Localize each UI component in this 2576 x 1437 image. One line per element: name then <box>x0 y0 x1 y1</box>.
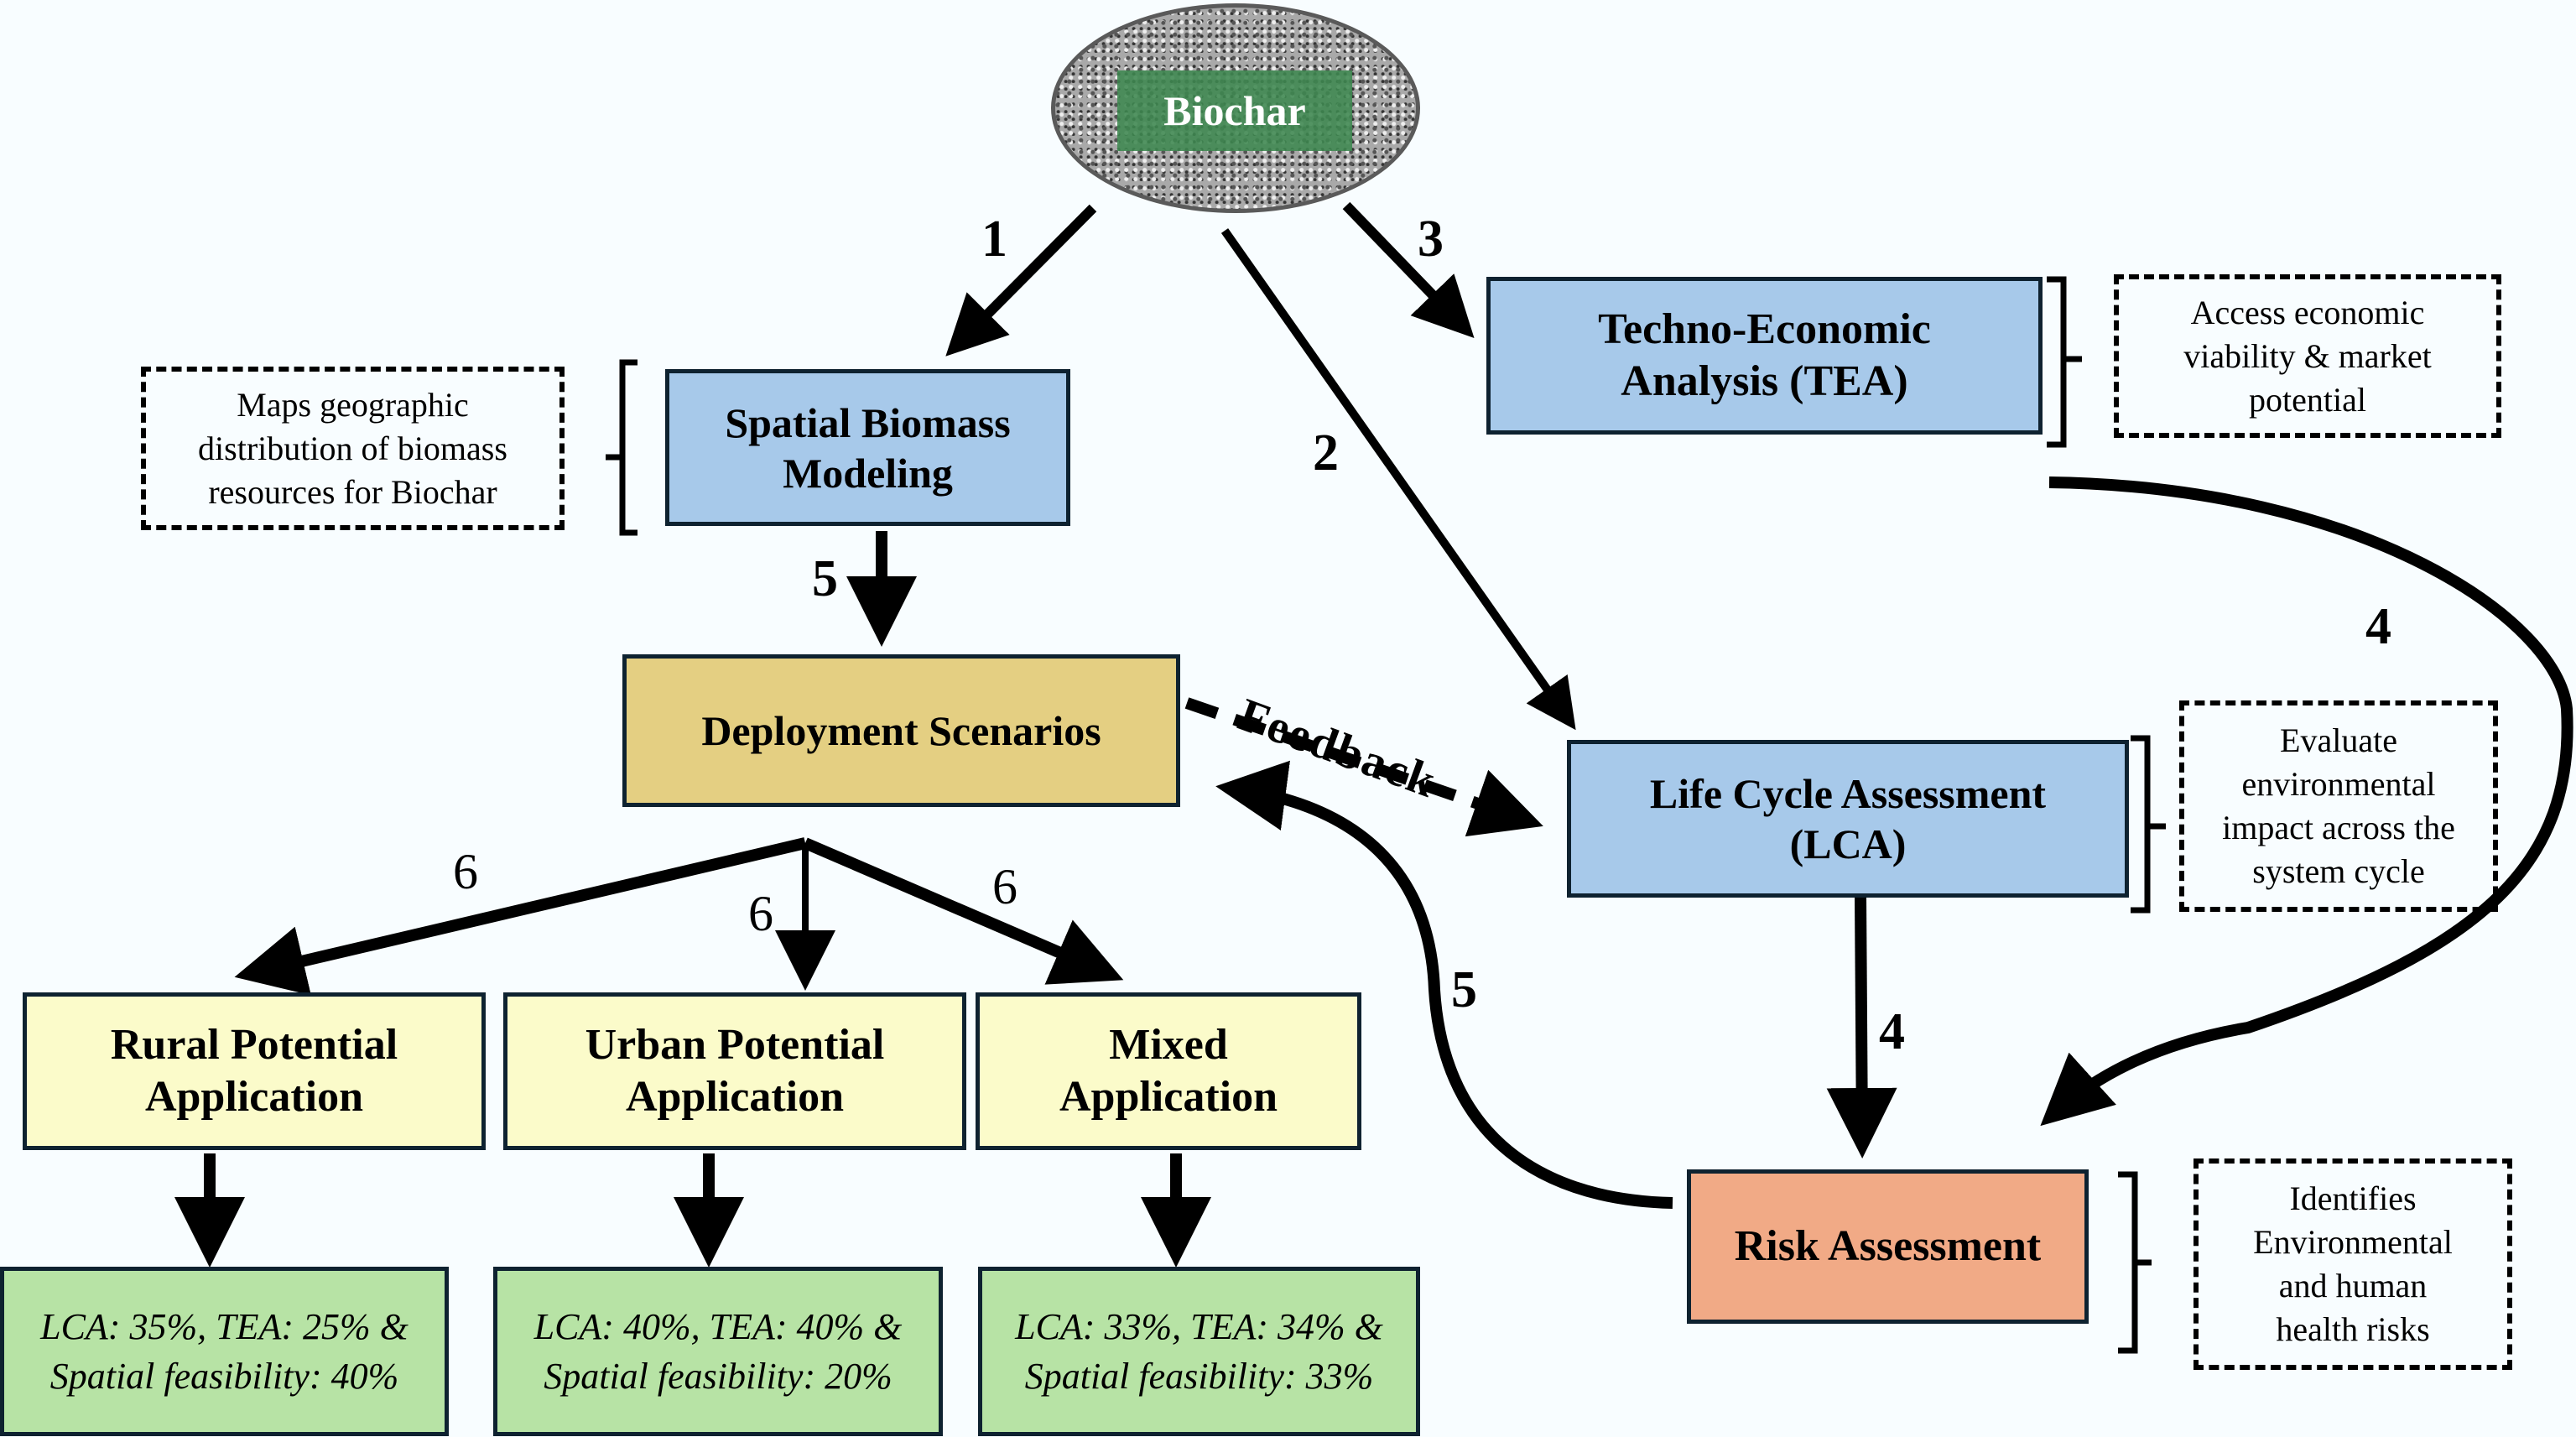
deployment-scenarios-node: Deployment Scenarios <box>622 654 1180 807</box>
lca-node: Life Cycle Assessment (LCA) <box>1567 740 2129 898</box>
brace-risk <box>2118 1171 2152 1354</box>
arrow-deployment-to-rural <box>234 837 807 996</box>
brace-tea <box>2047 276 2082 448</box>
brace-spatial <box>606 359 637 536</box>
tea-node: Techno-Economic Analysis (TEA) <box>1486 277 2043 435</box>
risk-description-note: Identifies Environmental and human healt… <box>2194 1158 2512 1370</box>
step-label-3: 3 <box>1418 211 1444 268</box>
step-label-5-spatial: 5 <box>812 550 838 607</box>
tea-description-note: Access economic viability & market poten… <box>2114 274 2501 438</box>
arrow-biochar-to-spatial <box>945 204 1097 357</box>
step-label-2: 2 <box>1313 424 1339 482</box>
spatial-biomass-modeling-node: Spatial Biomass Modeling <box>665 369 1070 526</box>
rural-result-node: LCA: 35%, TEA: 25% & Spatial feasibility… <box>0 1267 449 1436</box>
arrow-feedback-deployment-to-lca <box>1184 697 1543 837</box>
step-label-6-mixed: 6 <box>992 859 1017 914</box>
biochar-root-node: Biochar <box>1117 70 1352 151</box>
lca-description-note: Evaluate environmental impact across the… <box>2179 700 2498 912</box>
step-label-6-rural: 6 <box>453 844 478 899</box>
step-label-1: 1 <box>981 211 1007 268</box>
step-label-4-lca: 4 <box>1879 1003 1905 1060</box>
biochar-texture-icon <box>1051 3 1420 213</box>
arrow-deployment-to-mixed <box>803 837 1124 985</box>
arrow-risk-to-deployment <box>1215 760 1673 1209</box>
step-label-5-risk: 5 <box>1451 961 1477 1018</box>
spatial-description-note: Maps geographic distribution of biomass … <box>141 367 565 530</box>
urban-application-node: Urban Potential Application <box>503 992 966 1150</box>
step-label-6-urban: 6 <box>748 886 773 941</box>
arrow-lca-to-risk <box>1826 895 1897 1158</box>
arrow-biochar-to-lca <box>1220 228 1576 731</box>
rural-application-node: Rural Potential Application <box>23 992 486 1150</box>
arrow-biochar-to-tea <box>1342 201 1475 338</box>
step-label-4-tea: 4 <box>2365 598 2391 655</box>
brace-lca <box>2131 735 2166 914</box>
urban-result-node: LCA: 40%, TEA: 40% & Spatial feasibility… <box>493 1267 943 1436</box>
mixed-result-node: LCA: 33%, TEA: 34% & Spatial feasibility… <box>978 1267 1420 1436</box>
risk-assessment-node: Risk Assessment <box>1687 1169 2089 1324</box>
arrow-tea-to-risk <box>2040 476 2573 1127</box>
mixed-application-node: Mixed Application <box>976 992 1361 1150</box>
